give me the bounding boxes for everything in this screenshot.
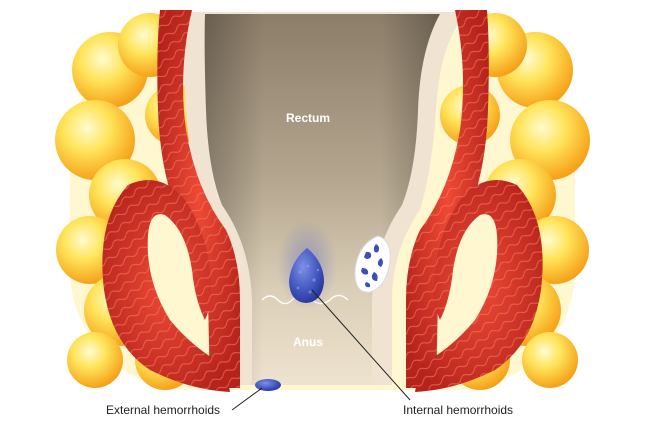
external-leader-line bbox=[231, 387, 263, 411]
thrombosed-hemorrhoid bbox=[354, 235, 391, 293]
internal-hemorrhoid-texture bbox=[296, 264, 320, 294]
right-sphincter-fibers bbox=[415, 180, 543, 392]
lumen-shading bbox=[204, 14, 440, 385]
anus-label: Anus bbox=[293, 335, 323, 349]
rectum-label: Rectum bbox=[286, 111, 330, 125]
left-muscle-fibers bbox=[157, 10, 240, 388]
internal-leader-line bbox=[311, 289, 411, 401]
internal-hemorrhoids-label: Internal hemorrhoids bbox=[403, 403, 513, 417]
right-muscle-fibers bbox=[406, 10, 489, 388]
external-hemorrhoid bbox=[255, 379, 281, 391]
left-sphincter-fibers bbox=[102, 180, 230, 392]
external-hemorrhoids-label: External hemorrhoids bbox=[106, 403, 220, 417]
